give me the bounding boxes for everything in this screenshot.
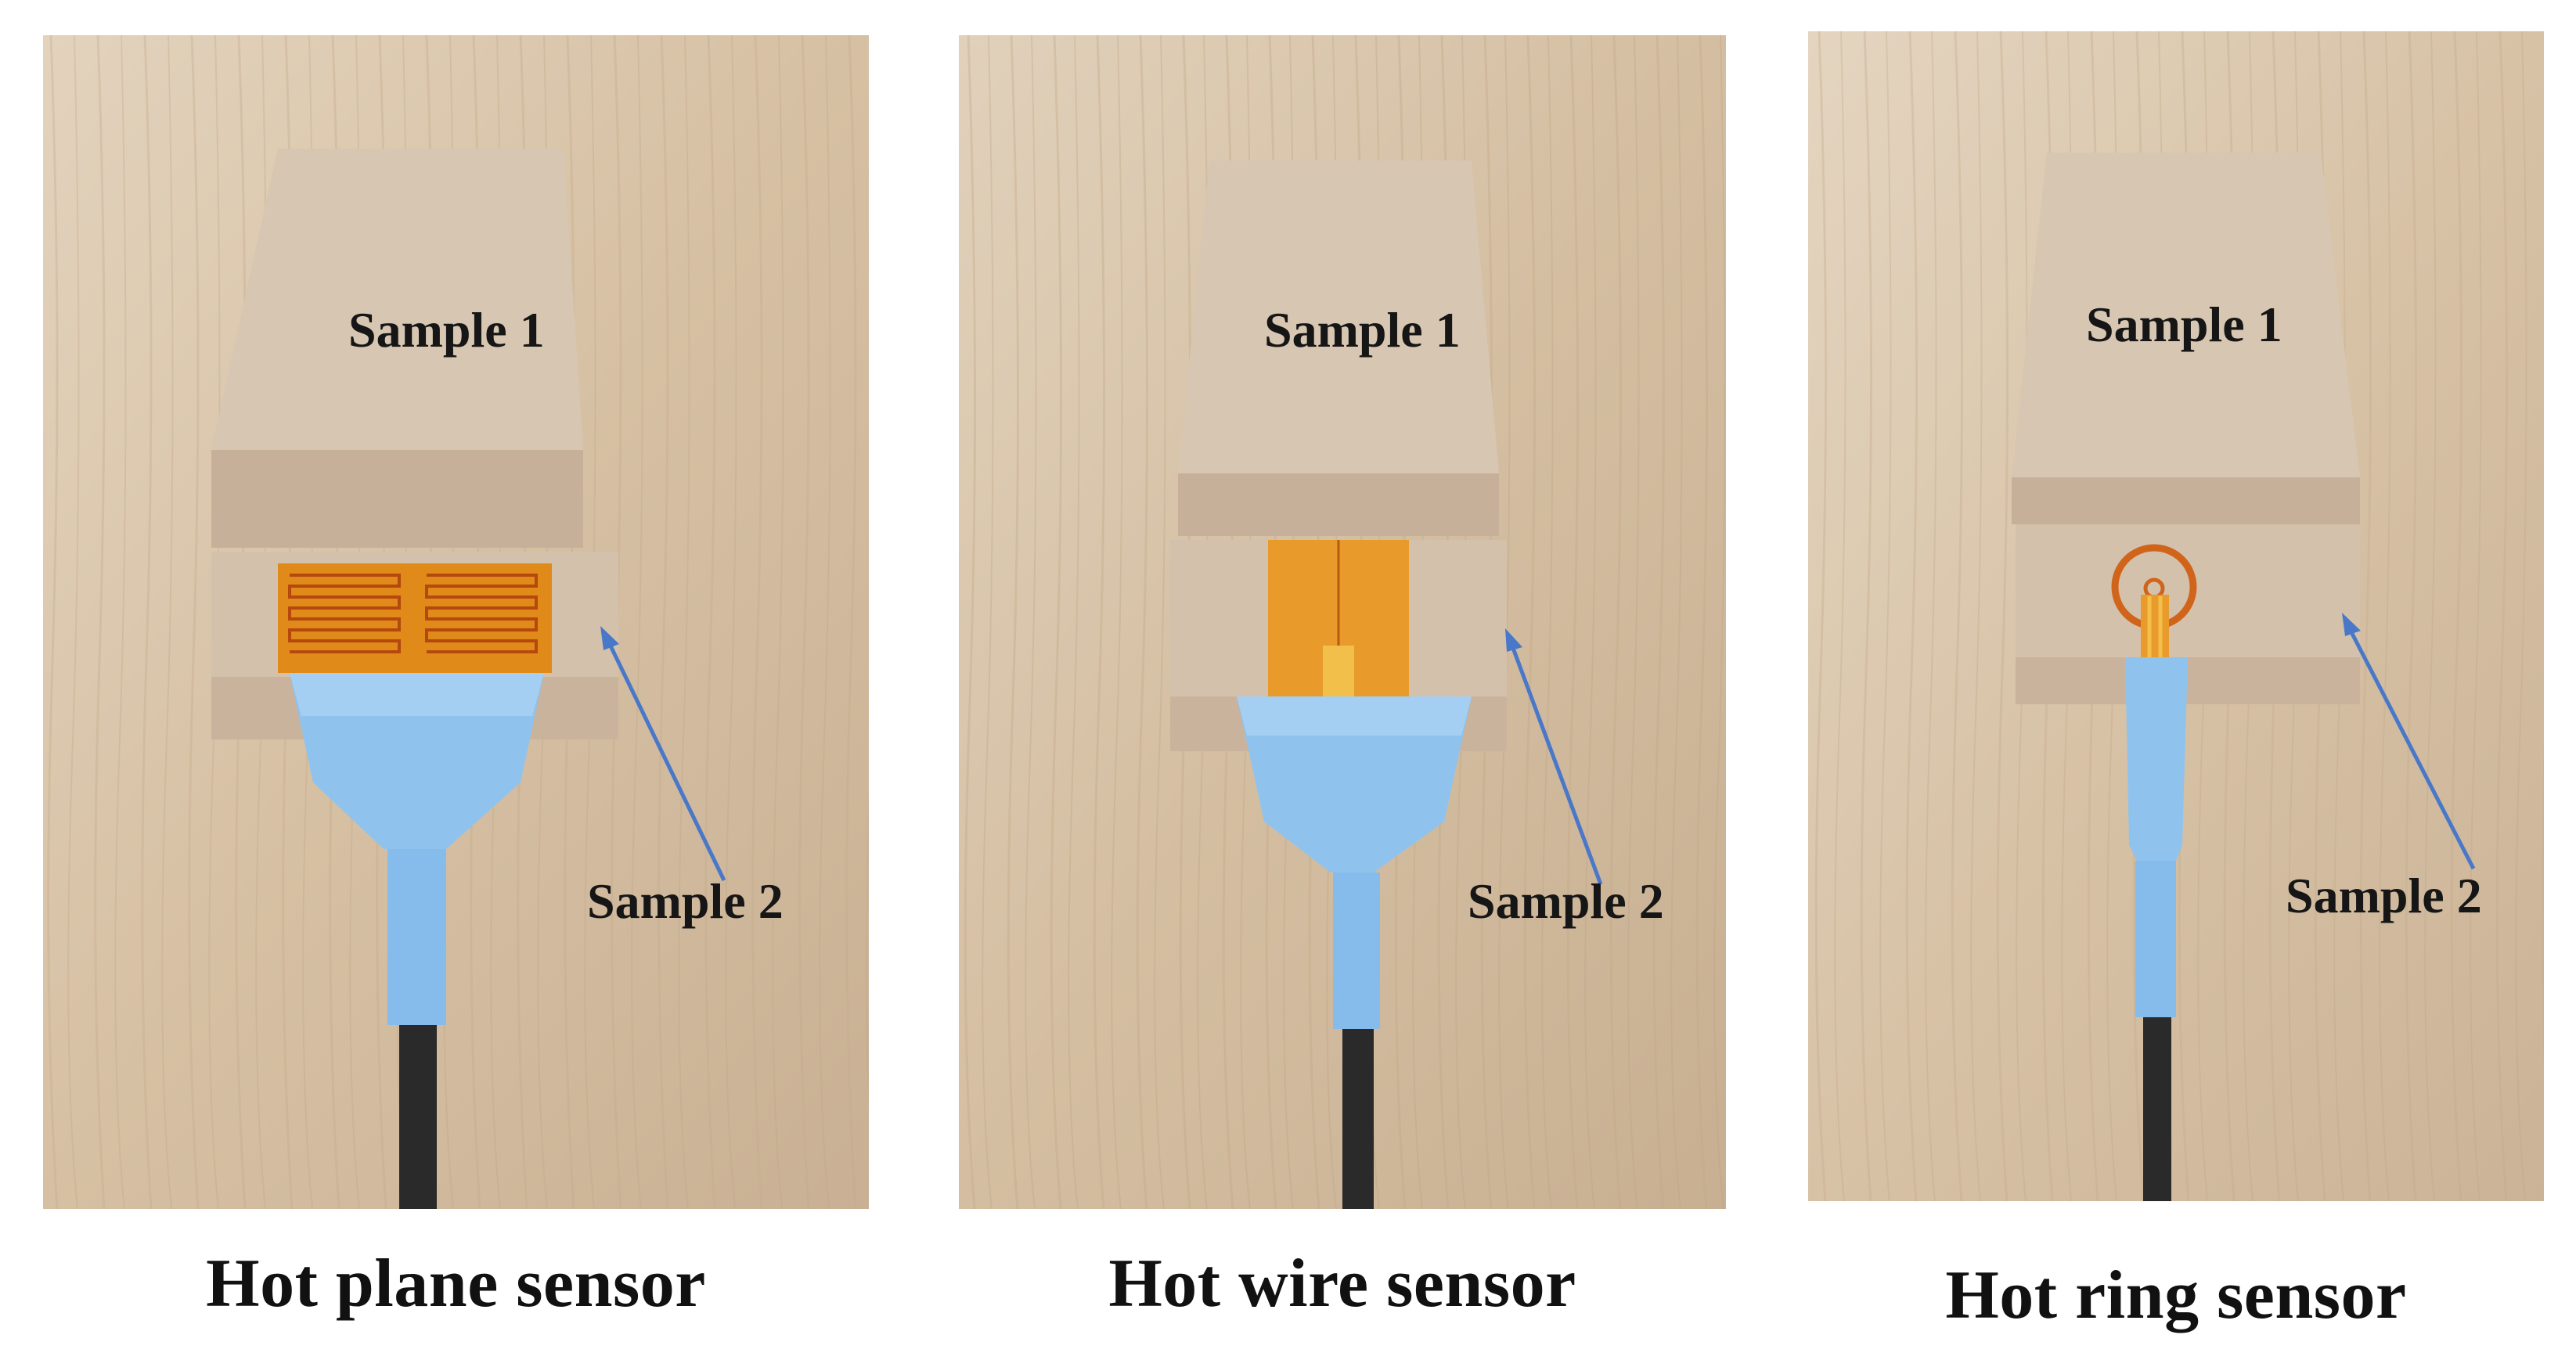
sample-2-label: Sample 2 bbox=[587, 873, 784, 929]
sensor-holder bbox=[290, 673, 544, 849]
sample-1-block bbox=[211, 149, 583, 450]
sample-2-arrow bbox=[1508, 641, 1603, 885]
sample-1-label: Sample 1 bbox=[348, 302, 545, 358]
hot-wire-photo-svg bbox=[959, 35, 1726, 1209]
photo-hot-wire-sensor bbox=[959, 35, 1726, 1209]
hot-plane-sensor-foil bbox=[278, 563, 552, 673]
photo-hot-plane-sensor bbox=[43, 35, 869, 1209]
caption-hot-ring: Hot ring sensor bbox=[1945, 1257, 2407, 1333]
sample-2-label: Sample 2 bbox=[2286, 868, 2482, 923]
sample-2-arrow bbox=[2346, 624, 2476, 870]
photo-hot-ring-sensor bbox=[1808, 31, 2544, 1201]
hot-ring-sensor-foil bbox=[2111, 544, 2197, 657]
caption-hot-wire: Hot wire sensor bbox=[1108, 1246, 1576, 1322]
cable bbox=[399, 1025, 437, 1209]
cable bbox=[1342, 1029, 1374, 1209]
sample-1-block bbox=[1178, 160, 1499, 473]
hot-ring-photo-svg bbox=[1808, 31, 2544, 1201]
hot-wire-sensor-foil bbox=[1268, 540, 1409, 716]
sample-2-arrow bbox=[604, 636, 726, 882]
sensor-holder bbox=[2125, 657, 2188, 861]
sensor-holder bbox=[1237, 696, 1472, 872]
hot-plane-photo-svg bbox=[43, 35, 869, 1209]
cable bbox=[2143, 1017, 2171, 1201]
sample-1-label: Sample 1 bbox=[1264, 302, 1461, 358]
sample-1-block bbox=[2012, 153, 2360, 477]
caption-hot-plane: Hot plane sensor bbox=[206, 1246, 706, 1322]
sample-1-label: Sample 1 bbox=[2086, 297, 2282, 352]
sample-2-label: Sample 2 bbox=[1468, 873, 1664, 929]
